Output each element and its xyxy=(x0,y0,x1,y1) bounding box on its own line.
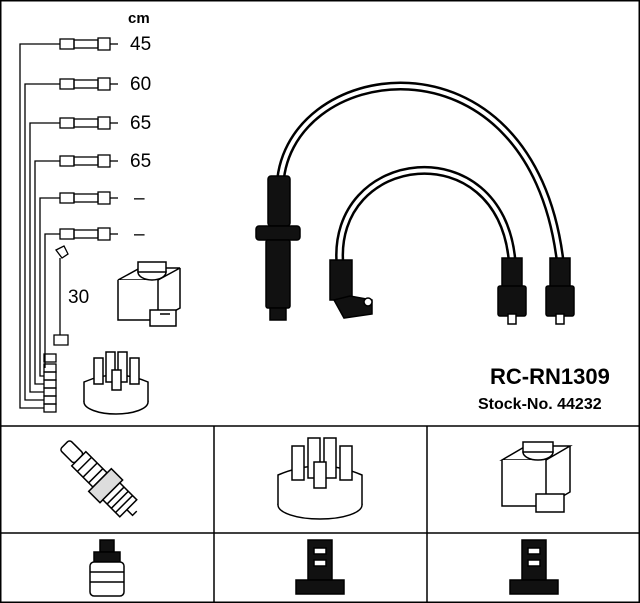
model-number: RC-RN1309 xyxy=(490,364,610,389)
coil-lead-schematic xyxy=(53,245,69,346)
distributor-connector-icon xyxy=(295,539,345,595)
wire-length-2: 60 xyxy=(130,74,152,95)
wire-length-1: 45 xyxy=(130,34,152,55)
distributor-cap-illustration xyxy=(83,351,149,415)
coil-lead-length: 30 xyxy=(68,287,90,308)
length-unit-label: cm xyxy=(128,10,150,27)
ignition-leads-drawing xyxy=(275,81,565,270)
wire-length-schematic xyxy=(19,37,118,413)
coil-connector-icon xyxy=(509,539,559,595)
wire-distributor-ends xyxy=(43,353,57,413)
wire-length-3: 65 xyxy=(130,113,152,134)
wire-length-5: – xyxy=(134,188,145,209)
wire-plug-ends xyxy=(59,37,118,241)
ignition-coil-illustration xyxy=(117,261,181,327)
wire-length-4: 65 xyxy=(130,151,152,172)
lead-connectors xyxy=(255,175,575,325)
distributor-cap-icon xyxy=(277,437,363,520)
stock-number: Stock-No. 44232 xyxy=(478,396,602,413)
plug-connector-boot-icon xyxy=(89,539,125,597)
wire-length-6: – xyxy=(134,224,145,245)
spark-plug-icon xyxy=(60,440,138,518)
ignition-coil-icon xyxy=(499,441,573,513)
